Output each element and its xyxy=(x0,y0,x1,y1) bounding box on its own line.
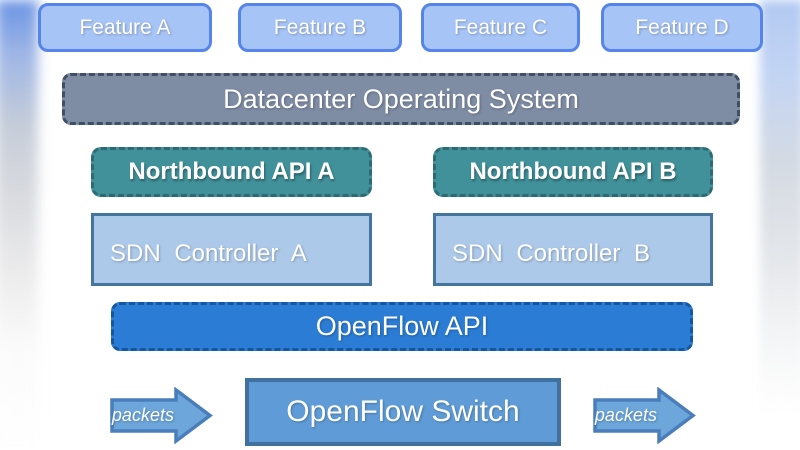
right-arrow-icon xyxy=(593,387,696,444)
right-arrow-icon xyxy=(110,387,213,444)
northbound-api-b-box: Northbound API B xyxy=(433,147,713,197)
packets-label-right: packets xyxy=(594,405,657,425)
feature-c-box: Feature C xyxy=(421,3,580,52)
packets-arrow-right: packets xyxy=(593,387,696,444)
feature-b-box: Feature B xyxy=(238,3,402,52)
openflow-switch-box: OpenFlow Switch xyxy=(245,378,561,446)
openflow-api-bar: OpenFlow API xyxy=(111,302,693,351)
datacenter-os-bar: Datacenter Operating System xyxy=(62,73,740,125)
feature-d-box: Feature D xyxy=(601,3,763,52)
left-edge-gradient xyxy=(0,0,38,450)
northbound-api-a-box: Northbound API A xyxy=(91,147,372,197)
right-edge-gradient xyxy=(760,0,800,450)
feature-a-box: Feature A xyxy=(38,3,212,52)
sdn-controller-a-box: SDN Controller A xyxy=(91,213,372,286)
packets-arrow-left: packets xyxy=(110,387,213,444)
sdn-controller-b-box: SDN Controller B xyxy=(433,213,713,286)
packets-label-left: packets xyxy=(111,405,174,425)
